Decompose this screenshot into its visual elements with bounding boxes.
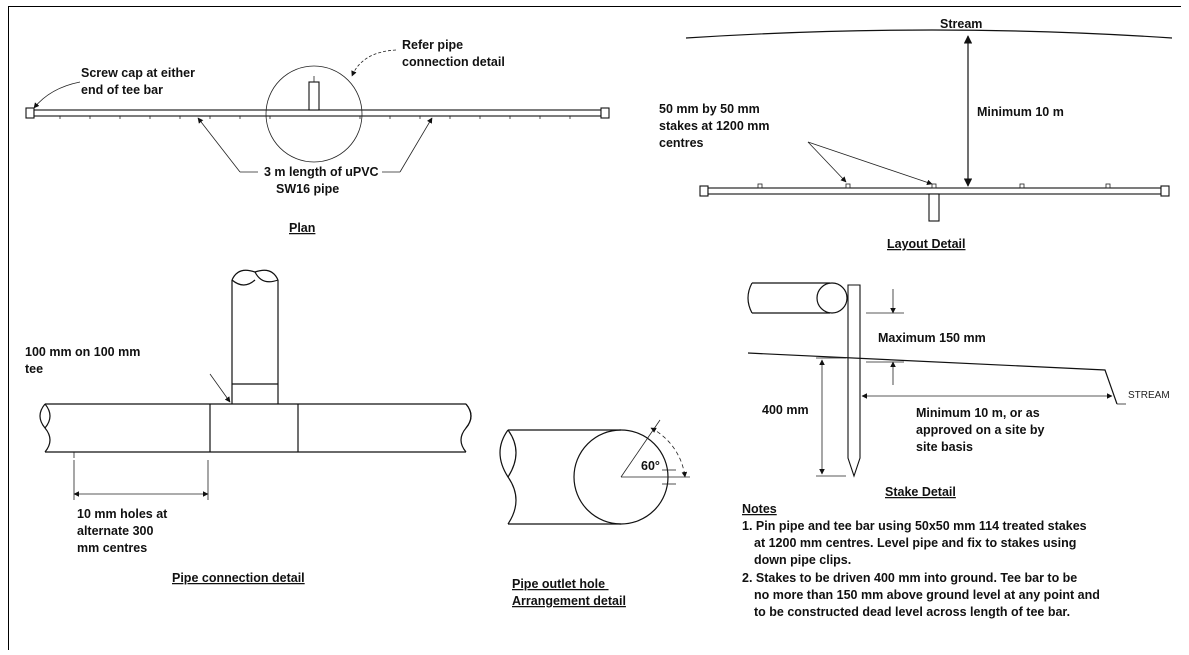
stake-stream-label: STREAM bbox=[1128, 390, 1170, 401]
layout-stakes-line3: centres bbox=[659, 136, 704, 150]
plan-pipe-label-line2: SW16 pipe bbox=[276, 182, 339, 196]
stake-min-line3: site basis bbox=[916, 440, 973, 454]
note-line-2: at 1200 mm centres. Level pipe and fix t… bbox=[754, 536, 1076, 550]
plan-tee-bar bbox=[33, 109, 602, 117]
plan-cap-label-line1: Screw cap at either bbox=[81, 66, 195, 80]
stake-max-label: Maximum 150 mm bbox=[878, 331, 986, 345]
tee-label-line2: tee bbox=[25, 362, 43, 376]
svg-text:Screw cap at either end: Screw cap at either end of tee bar bbox=[81, 66, 198, 97]
stake-detail: STREAM Maximum 150 mm 400 mm Minimum 10 … bbox=[747, 282, 1170, 499]
ground-line bbox=[747, 352, 1118, 405]
svg-text:100 mm on 100 mm tee: 100 mm on 100 mm tee bbox=[25, 345, 144, 376]
plan-refer-label-line2: connection detail bbox=[402, 55, 505, 69]
layout-min-label: Minimum 10 m bbox=[977, 105, 1064, 119]
drawing-frame bbox=[8, 6, 1181, 650]
svg-text:Minimum 10 m, or as appr: Minimum 10 m, or as approved on a site b… bbox=[916, 406, 1048, 454]
plan-tee-stub bbox=[308, 81, 320, 111]
notes-heading: Notes bbox=[742, 502, 777, 516]
pipe-connection-detail: 100 mm on 100 mm tee 10 mm holes at alte… bbox=[25, 269, 472, 585]
holes-label-line1: 10 mm holes at bbox=[77, 507, 168, 521]
note-line-5: no more than 150 mm above ground level a… bbox=[754, 588, 1100, 602]
layout-tee-bar bbox=[707, 187, 1162, 195]
outlet-title-line2: Arrangement detail bbox=[512, 594, 626, 608]
note-line-3: down pipe clips. bbox=[754, 553, 851, 567]
svg-text:3 m length of uPVC SW16: 3 m length of uPVC SW16 pipe bbox=[264, 165, 382, 196]
plan-refer-label-line1: Refer pipe bbox=[402, 38, 463, 52]
stake-depth-label: 400 mm bbox=[762, 403, 809, 417]
svg-text:Refer pipe connection de: Refer pipe connection detail bbox=[402, 38, 505, 69]
tee-label-line1: 100 mm on 100 mm bbox=[25, 345, 140, 359]
plan-view: Screw cap at either end of tee bar Refer… bbox=[25, 38, 610, 235]
layout-stakes-line1: 50 mm by 50 mm bbox=[659, 102, 760, 116]
stake-min-line2: approved on a site by bbox=[916, 423, 1045, 437]
layout-stream-label: Stream bbox=[940, 17, 982, 31]
plan-pipe-label-line1: 3 m length of uPVC bbox=[264, 165, 379, 179]
plan-screw-cap-right bbox=[600, 107, 610, 119]
svg-text:50 mm by 50 mm stakes at: 50 mm by 50 mm stakes at 1200 mm centres bbox=[659, 102, 773, 150]
outlet-title-line1: Pipe outlet hole bbox=[512, 577, 605, 591]
layout-title: Layout Detail bbox=[887, 237, 966, 251]
layout-tee-outlet bbox=[928, 193, 940, 222]
note-line-1: 1. Pin pipe and tee bar using 50x50 mm 1… bbox=[742, 519, 1087, 533]
layout-stream-line bbox=[685, 29, 1173, 39]
holes-label-line3: mm centres bbox=[77, 541, 147, 555]
outlet-angle-label: 60° bbox=[641, 459, 660, 473]
svg-text:1. Pin pipe and tee bar using: 1. Pin pipe and tee bar using 50x50 mm 1… bbox=[742, 519, 1103, 619]
notes: Notes 1. Pin pipe and tee bar using 50x5… bbox=[742, 502, 1103, 619]
layout-detail: Stream Minimum 10 m 50 mm by 50 mm stake… bbox=[659, 17, 1173, 251]
holes-label-line2: alternate 300 bbox=[77, 524, 153, 538]
layout-stakes-line2: stakes at 1200 mm bbox=[659, 119, 770, 133]
pipe-outlet-detail: 60° Pipe outlet hole Arrangement detail bbox=[499, 419, 690, 608]
pipe-connection-title: Pipe connection detail bbox=[172, 571, 305, 585]
note-line-6: to be constructed dead level across leng… bbox=[754, 605, 1070, 619]
svg-text:Pipe outlet hole Arrange: Pipe outlet hole Arrangement detail bbox=[512, 577, 626, 608]
note-line-4: 2. Stakes to be driven 400 mm into groun… bbox=[742, 571, 1077, 585]
svg-text:10 mm holes at alternate: 10 mm holes at alternate 300 mm centres bbox=[77, 507, 171, 555]
plan-detail-circle bbox=[265, 65, 363, 163]
plan-title: Plan bbox=[289, 221, 315, 235]
stake-min-line1: Minimum 10 m, or as bbox=[916, 406, 1040, 420]
plan-screw-cap-left bbox=[25, 107, 35, 119]
plan-cap-label-line2: end of tee bar bbox=[81, 83, 163, 97]
stake-title: Stake Detail bbox=[885, 485, 956, 499]
stake bbox=[847, 284, 861, 478]
